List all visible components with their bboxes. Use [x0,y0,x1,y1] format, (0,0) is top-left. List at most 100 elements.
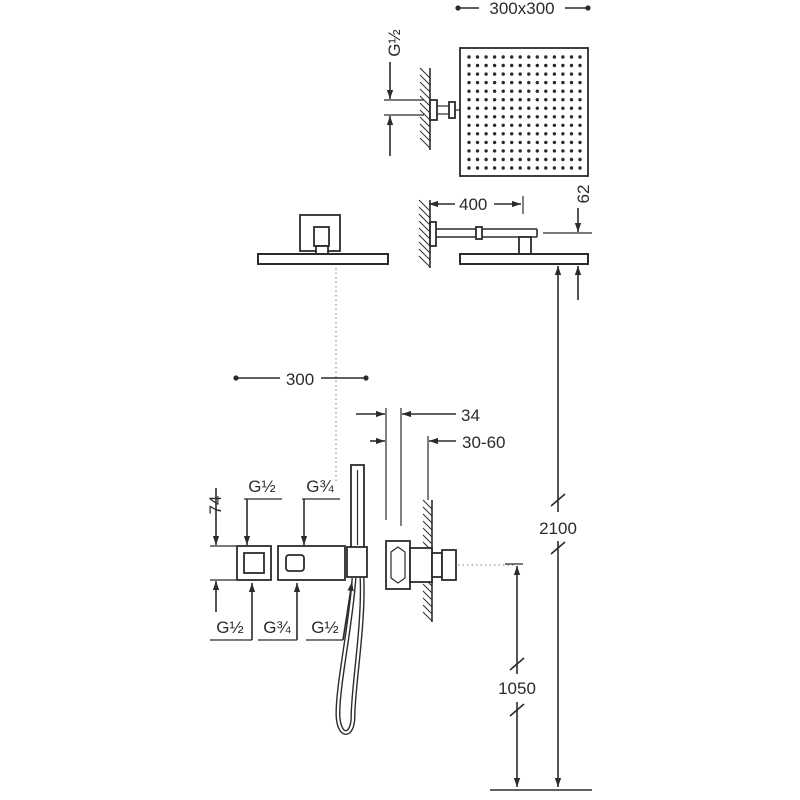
nozzle-dot [492,123,497,128]
nozzle-dot [544,123,548,128]
nozzle-dot [527,72,531,76]
wall-hatch-line [418,220,431,233]
nozzle-dot [535,89,539,93]
nozzle-dot [569,80,574,85]
nozzle-dot [569,140,574,145]
nozzle-dot [552,80,557,85]
nozzle-dot [510,123,514,128]
wall-flange [429,99,438,121]
nozzle-dot [578,106,582,110]
nozzle-dot [484,115,488,119]
wall-hatch-line [422,583,433,594]
head-height-label: 62 [574,185,593,204]
break-mark [509,657,525,671]
wall-hatch-line [418,248,431,261]
nozzle-dot [544,98,548,102]
nozzle-dot [492,115,497,119]
nozzle-dot [518,98,522,102]
nozzle-dot [561,123,565,128]
nozzle-dot [578,98,582,102]
nozzle-dot [569,115,574,119]
wall-flange [429,221,437,247]
nozzle-dot [535,157,539,162]
nozzle-dot [501,149,505,153]
nozzle-dot [492,140,497,145]
nozzle-dot [475,98,480,102]
nozzle-dot [552,166,557,170]
nozzle-grid [467,55,582,170]
nozzle-dot [518,140,522,145]
nozzle-dot [467,55,471,59]
wall-hatch-line [419,95,431,107]
nozzle-dot [569,123,574,128]
nozzle-dot [510,89,514,93]
nozzle-dot [578,157,582,162]
nozzle-dot [467,149,471,153]
nozzle-dot [578,115,582,119]
nozzle-dot [492,98,497,102]
nozzle-dot [544,140,548,145]
nozzle-dot [510,166,514,170]
mount-inner [313,226,330,247]
wall-hatch-line [419,130,431,142]
nozzle-dot [561,89,565,93]
wall-hatch-line [422,527,433,538]
nozzle-dot [492,132,497,136]
bottom-middle-thread-label: G¾ [263,618,291,637]
valve-height-from-floor-dimension: 1050 [498,563,536,787]
nozzle-dot [475,132,480,136]
dimension-end-dot [363,375,369,381]
nozzle-dot [492,106,497,110]
nozzle-dot [561,157,565,162]
thermostat-knob [285,554,305,572]
nozzle-dot [527,63,531,68]
wall-hatch-line [422,534,433,545]
nozzle-dot [561,72,565,76]
nozzle-dot [518,63,522,68]
side-view-shower-arm [429,221,589,265]
wall-hatch-line [422,597,433,608]
valve-outlet [441,549,457,581]
nozzle-dot [510,132,514,136]
square-shower-plate [459,47,589,177]
wall-hatch-line [419,102,431,114]
depth-fixed-label: 34 [461,406,480,425]
nozzle-dot [527,157,531,162]
control-panels [236,545,346,581]
nozzle-dot [484,140,488,145]
nozzle-dot [578,72,582,76]
nozzle-dot [510,55,514,59]
dimension-end-dot [585,5,591,11]
nozzle-dot [569,132,574,136]
nozzle-dot [552,132,557,136]
wall-hatch-line [422,604,433,615]
nozzle-dot [535,132,539,136]
wall-hatch-line [418,206,431,219]
side-shower-plate [459,253,589,265]
nozzle-dot [510,98,514,102]
wall-hatching [419,67,431,149]
nozzle-dot [501,98,505,102]
nozzle-dot [561,55,565,59]
hand-shower-holder [346,546,368,578]
nozzle-dot [552,149,557,153]
nozzle-dot [561,115,565,119]
nozzle-dot [467,80,471,85]
nozzle-dot [535,166,539,170]
head-bracket [518,236,532,255]
nozzle-dot [578,140,582,145]
nozzle-dot [527,80,531,85]
inlet-top-label: G½ [385,29,404,56]
nozzle-dot [467,106,471,110]
nozzle-dot [492,157,497,162]
top-thread-labels: G½ G¾ [243,477,340,545]
nozzle-dot [569,149,574,153]
nozzle-dot [552,63,557,68]
nozzle-dot [501,55,505,59]
nozzle-dot [484,80,488,85]
nozzle-dot [484,72,488,76]
nozzle-dot [518,132,522,136]
wall-hatch-line [419,137,431,149]
nozzle-dot [484,166,488,170]
nozzle-dot [501,132,505,136]
